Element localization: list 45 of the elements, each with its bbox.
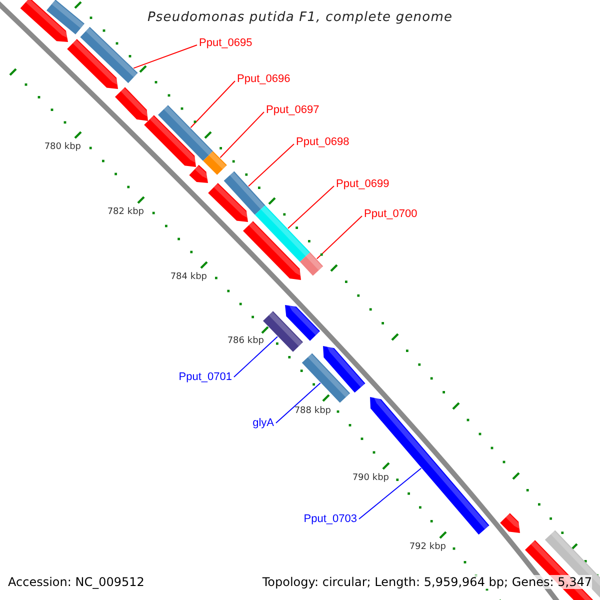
- gene-bar: [46, 0, 84, 34]
- gene-label: glyA: [252, 417, 274, 429]
- gene-label: Pput_0698: [296, 136, 350, 148]
- accession-text: Accession: NC_009512: [8, 575, 144, 589]
- scale-label: 784 kbp: [170, 272, 207, 282]
- gene-bar: [300, 252, 324, 276]
- gene-feature: [500, 513, 522, 533]
- diagram-title: Pseudomonas putida F1, complete genome: [147, 10, 453, 26]
- gene-label: Pput_0699: [336, 178, 390, 190]
- gene-bar: [302, 353, 350, 403]
- gene-label: Pput_0696: [237, 73, 290, 85]
- gene-bar: [203, 151, 227, 175]
- gene-feature: [208, 183, 250, 222]
- gene-feature: [20, 0, 70, 42]
- genome-summary-text: Topology: circular; Length: 5,959,964 bp; Genes: 5,347: [262, 575, 592, 589]
- gene-feature: [243, 221, 304, 280]
- gene-feature: [144, 115, 198, 167]
- gene-feature: [285, 302, 320, 341]
- gene-label: Pput_0695: [199, 37, 252, 49]
- leader-line: [133, 44, 198, 69]
- gene-bar: [158, 105, 213, 161]
- gene-bar: [263, 311, 303, 352]
- gene-feature: [115, 87, 150, 121]
- gene-label: Pput_0701: [178, 371, 232, 383]
- scale-label: 786 kbp: [227, 336, 264, 346]
- scale-label: 790 kbp: [352, 473, 389, 483]
- gene-feature: [189, 164, 210, 183]
- gene-bar: [80, 26, 138, 84]
- scale-label: 788 kbp: [294, 406, 331, 416]
- gene-label: Pput_0703: [304, 513, 357, 525]
- gene-feature: [323, 344, 366, 393]
- gene-label: Pput_0700: [364, 208, 418, 220]
- leader-line: [288, 186, 334, 229]
- leader-line: [276, 382, 321, 424]
- leader-line: [234, 336, 278, 378]
- gene-bar: [254, 205, 310, 262]
- scale-label: 782 kbp: [107, 207, 144, 217]
- leader-line: [316, 216, 362, 260]
- gene-feature: [67, 39, 120, 89]
- gene-bar: [224, 171, 266, 215]
- leader-line: [358, 468, 422, 520]
- leader-line: [190, 80, 236, 128]
- gene-label: Pput_0697: [266, 104, 320, 116]
- gene-feature: [370, 394, 490, 535]
- scale-label: 780 kbp: [44, 142, 81, 152]
